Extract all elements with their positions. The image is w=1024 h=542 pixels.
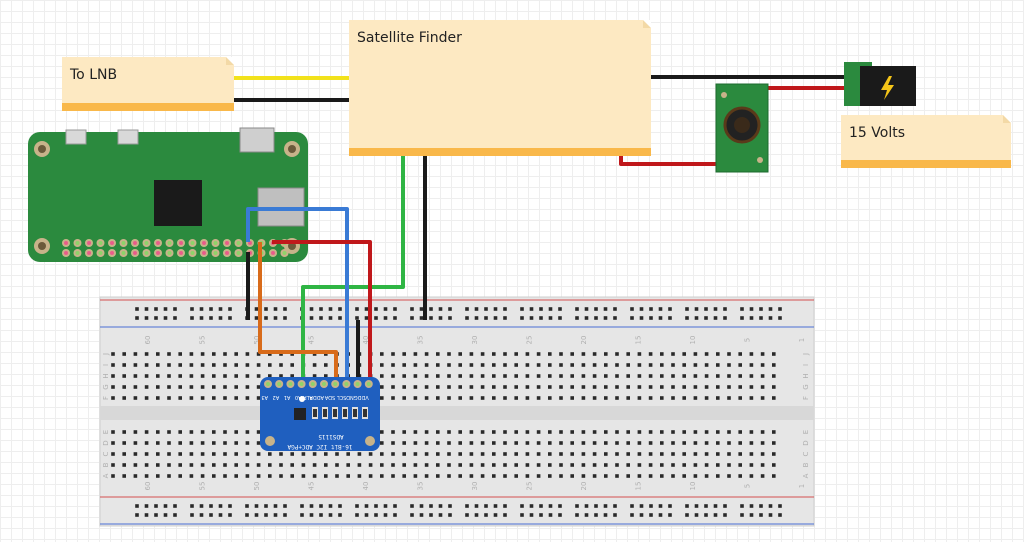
breadboard-row-letter: B [102, 462, 110, 467]
breadboard-column-number: 15 [635, 482, 643, 491]
note-15-volts: 15 Volts [841, 115, 1011, 168]
adc-pin-label: SCL [337, 394, 347, 400]
adc-pin-label: VDD [358, 394, 369, 400]
note-15-volts-label: 15 Volts [849, 125, 905, 141]
breadboard-column-number: 45 [308, 336, 316, 345]
raspberry-pi-zero [28, 127, 308, 262]
breadboard-column-number: 1 [798, 338, 806, 342]
adc-pin-label: A1 [284, 394, 291, 400]
breadboard-row-letter: C [802, 451, 810, 456]
breadboard-column-number: 35 [417, 482, 425, 491]
breadboard-column-number: 10 [689, 482, 697, 491]
breadboard-column-number: 5 [744, 338, 752, 342]
breadboard-column-number: 10 [689, 336, 697, 345]
breadboard-row-letter: D [102, 440, 110, 445]
breadboard-row-letter: G [102, 384, 110, 389]
adc-pin-label: SDA [324, 394, 335, 400]
breadboard-column-number: 25 [526, 336, 534, 345]
wires [234, 75, 858, 380]
breadboard-column-number: 60 [144, 482, 152, 491]
gpio-header [62, 239, 289, 257]
breadboard-row-letter: H [102, 373, 110, 378]
wire-green-finder [301, 156, 405, 380]
breadboard-column-number: 40 [362, 336, 370, 345]
breadboard-column-number: 1 [798, 484, 806, 488]
adc-pin-label: A3 [261, 394, 268, 400]
power-jack [844, 62, 916, 106]
adc-pin-header [264, 380, 373, 388]
breadboard-column-number: 45 [308, 482, 316, 491]
breadboard-column-number: 20 [580, 336, 588, 345]
adc-pin-label: A2 [273, 394, 280, 400]
note-to-lnb: To LNB [62, 57, 234, 111]
adc-pin-label: ALRT [299, 394, 312, 400]
breadboard-row-letter: C [102, 451, 110, 456]
breadboard-row-letter: I [102, 364, 110, 366]
breadboard-column-number: 55 [199, 336, 207, 345]
wire-red-vdd [272, 240, 372, 380]
breadboard-labels: 6060555550504545404035353030252520201515… [102, 336, 810, 491]
breadboard-row-letter: A [102, 473, 110, 478]
breadboard-column-number: 30 [471, 336, 479, 345]
breadboard-column-number: 55 [199, 482, 207, 491]
ads1115-board: ADS1115 16-Bit I2C ADC+PGA A3 A2 A1 A0ALRTA… [260, 377, 380, 451]
adc-name: ADS1115 [318, 433, 344, 440]
breadboard-row-letter: D [802, 440, 810, 445]
breadboard-column-number: 50 [253, 482, 261, 491]
wire-blue-sda [246, 207, 349, 380]
breadboard-row-letter: F [802, 396, 810, 400]
adc-pin-label: GND [346, 394, 358, 400]
breadboard-row-letter: G [802, 384, 810, 389]
adc-pin-label: ADDR [309, 394, 324, 400]
breadboard-row-letter: E [802, 430, 810, 434]
voltage-regulator [715, 83, 769, 173]
breadboard-column-number: 15 [635, 336, 643, 345]
adc-pin-label: A0 [295, 394, 302, 400]
breadboard-row-letter: H [802, 373, 810, 378]
lightning-icon [881, 76, 894, 100]
breadboard-row-letter: B [802, 462, 810, 467]
breadboard-row-letter: J [102, 353, 110, 356]
adc-subtitle: 16-Bit I2C ADC+PGA [287, 443, 352, 450]
breadboard-column-number: 50 [253, 336, 261, 345]
note-to-lnb-label: To LNB [70, 67, 118, 83]
wire-red-regulator-out [619, 156, 742, 166]
breadboard-row-letter: A [802, 473, 810, 478]
note-satellite-finder: Satellite Finder [349, 20, 651, 156]
breadboard-column-number: 5 [744, 484, 752, 488]
breadboard-row-letter: F [102, 396, 110, 400]
breadboard-column-number: 20 [580, 482, 588, 491]
note-satellite-finder-label: Satellite Finder [357, 30, 462, 46]
breadboard-column-number: 25 [526, 482, 534, 491]
breadboard-row-letter: E [102, 430, 110, 434]
breadboard: 6060555550504545404035353030252520201515… [99, 296, 815, 527]
breadboard-row-letter: I [802, 364, 810, 366]
wire-orange-scl [258, 242, 338, 380]
breadboard-column-number: 40 [362, 482, 370, 491]
breadboard-column-number: 30 [471, 482, 479, 491]
breadboard-row-letter: J [802, 353, 810, 356]
breadboard-column-number: 35 [417, 336, 425, 345]
breadboard-column-number: 60 [144, 336, 152, 345]
